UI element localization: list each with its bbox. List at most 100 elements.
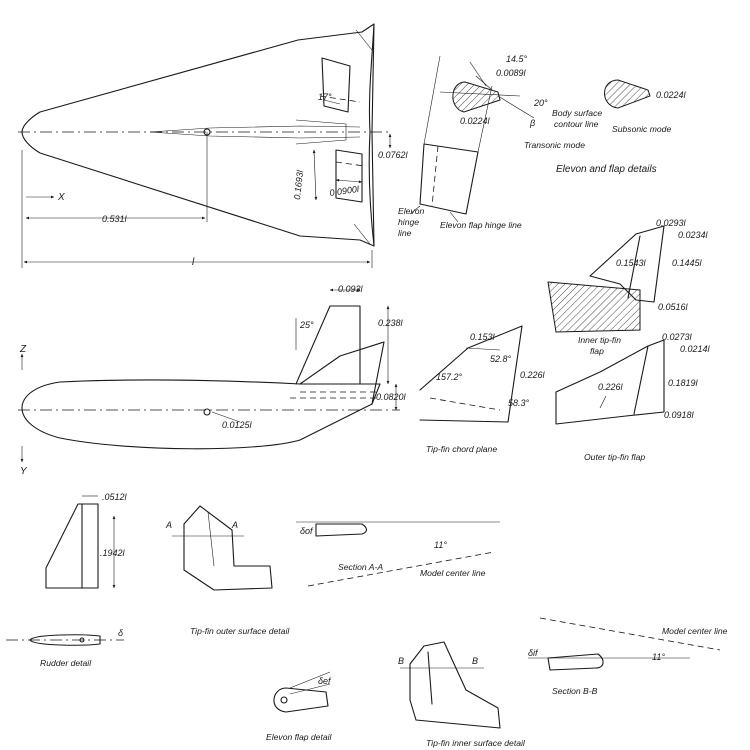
canopy-line — [149, 125, 361, 133]
transonic-mode-label: Transonic mode — [524, 140, 585, 150]
tip-fin-a1: 52.8° — [490, 354, 512, 364]
elevon-flap-hinge-point — [280, 696, 288, 704]
fin-tip-chord-dim: 0.093l — [338, 284, 364, 294]
rudder-detail-label: Rudder detail — [40, 658, 92, 668]
elevon-ext-line-2 — [355, 29, 373, 51]
outer-flap-d4: 0.1819l — [668, 378, 699, 388]
lower-elevon-hinge — [335, 161, 365, 167]
length-dim: l — [192, 257, 195, 268]
outer-flap-d5: 0.0918l — [664, 410, 695, 420]
outer-flap-d2: 0.0214l — [680, 344, 711, 354]
hinge-leader-2 — [449, 211, 459, 223]
cg-offset-dim: 0.0125l — [222, 420, 253, 430]
subsonic-section — [604, 79, 651, 109]
section-aa-marker-left: A — [165, 520, 172, 530]
elevon-hinge-label-3: line — [398, 228, 412, 238]
hinge-ext-1 — [423, 55, 441, 145]
side-body-outline — [21, 379, 381, 450]
deflection-angle-dim: 20° — [533, 98, 548, 108]
section-aa-angle: 11° — [434, 540, 447, 550]
elevon-flap-ref-2 — [289, 683, 331, 695]
elevon-hinge-label-1: Elevon — [398, 206, 424, 216]
outer-flap-outline — [555, 339, 665, 425]
outer-flap-d3: 0.226l — [598, 382, 624, 392]
inner-flap-label-1: Inner tip-fin — [578, 335, 621, 345]
z-axis-label: Z — [19, 344, 27, 355]
flap-hinge-label: Elevon flap hinge line — [440, 220, 522, 230]
elevon-flap-delta: δef — [318, 676, 332, 686]
hinge-leader-1 — [409, 205, 421, 215]
body-contour-label-1: Body surface — [552, 108, 602, 118]
inner-flap-d4: 0.1445l — [672, 258, 703, 268]
planform-outline — [21, 23, 375, 247]
tip-fin-plane-ref — [465, 347, 501, 351]
section-aa-label: Section A-A — [338, 562, 383, 572]
section-aa-delta: δof — [300, 526, 314, 536]
tip-fin-chord-plane-label: Tip-fin chord plane — [426, 444, 497, 454]
outer-flap-leader — [599, 395, 607, 409]
tip-fin-inner-detail: B B Tip-fin inner surface detail δif 11°… — [398, 617, 728, 748]
section-bb-profile — [547, 653, 604, 671]
section-bb-marker-right: B — [472, 656, 478, 666]
outer-surface-flap-line — [207, 511, 215, 567]
transonic-chord-line — [439, 91, 521, 97]
sweep-arc — [323, 99, 341, 105]
fin-sweep-dim: 25° — [299, 320, 314, 330]
cg-offset-dim-line — [211, 411, 241, 423]
elevon-gap-dim: 0.0762l — [378, 150, 409, 160]
inner-detail-label: Tip-fin inner surface detail — [426, 738, 526, 748]
body-inner-line — [295, 119, 347, 145]
rudder-height-dim: .1942l — [100, 548, 126, 558]
elevon-details: 14.5° 0.0089l 20° β 0.0224l Body surface… — [398, 54, 687, 238]
section-aa-profile — [315, 523, 368, 537]
transonic-section — [452, 81, 501, 113]
inner-tip-fin-flap: 0.0293l 0.0234l 0.1543l 0.1445l 0.0516l … — [547, 218, 709, 356]
rudder-outline — [45, 503, 99, 589]
upper-elevon-hinge — [319, 95, 361, 103]
y-axis-label: Y — [20, 466, 28, 477]
elevon-sweep-dim: 17° — [318, 92, 332, 102]
elevon-hinge-label-2: hinge — [398, 217, 419, 227]
elevon-details-title: Elevon and flap details — [556, 164, 657, 175]
transonic-flap-line — [497, 95, 535, 119]
inner-flap-label-2: flap — [590, 346, 604, 356]
transonic-thickness-dim: 0.0224l — [460, 116, 491, 126]
inner-surface-flap — [427, 651, 433, 705]
section-bb-delta: δif — [528, 648, 539, 658]
inner-flap-section — [547, 281, 641, 333]
tip-fin-outer-detail: A A Tip-fin outer surface detail δof 11°… — [165, 505, 500, 636]
fin-height-dim: 0.238l — [378, 318, 404, 328]
transonic-leader-2 — [475, 75, 493, 91]
side-cg-mark — [203, 408, 211, 416]
fin-root-offset-dim: 0.0820l — [376, 392, 407, 402]
body-contour-label-2: contour line — [554, 119, 599, 129]
x-axis-label: X — [57, 192, 65, 203]
elevon-flap-label: Elevon flap detail — [266, 732, 333, 742]
elevon-flap-hinge — [431, 145, 439, 207]
tip-fin-a3: 58.3° — [508, 398, 530, 408]
rudder-view: .0512l .1942l δ Rudder detail — [6, 492, 128, 668]
planform-view: X 0.531l l 17° 0.0762l 0.1693l 0.0900l — [18, 23, 409, 268]
tip-fin-chord-plane: 0.153l 52.8° 157.2° 0.226l 58.3° Tip-fin… — [419, 325, 546, 454]
chord-dim-line — [335, 178, 363, 184]
inner-flap-outline — [589, 225, 665, 303]
section-aa-center-label: Model center line — [420, 568, 486, 578]
outer-tip-fin-flap: 0.0273l 0.0214l 0.226l 0.1819l 0.0918l O… — [555, 332, 711, 462]
elevon-plan-detail — [419, 143, 479, 215]
section-bb-marker-left: B — [398, 656, 404, 666]
canopy-line-lower — [149, 131, 361, 139]
inner-surface-outline — [409, 641, 501, 729]
tip-fin-side — [299, 341, 385, 405]
outer-flap-d1: 0.0273l — [662, 332, 693, 342]
tip-fin-plane-dash — [429, 397, 501, 411]
hinge-ext-2 — [477, 85, 493, 153]
tip-fin-a2: 157.2° — [436, 372, 463, 382]
outer-surface-outline — [183, 505, 273, 591]
section-bb-center-line — [539, 617, 721, 651]
section-bb-label: Section B-B — [552, 686, 598, 696]
section-bb-angle: 11° — [652, 652, 665, 662]
section-bb-center-label: Model center line — [662, 626, 728, 636]
inner-flap-d5: 0.0516l — [658, 302, 689, 312]
span-dim-line — [312, 149, 318, 201]
